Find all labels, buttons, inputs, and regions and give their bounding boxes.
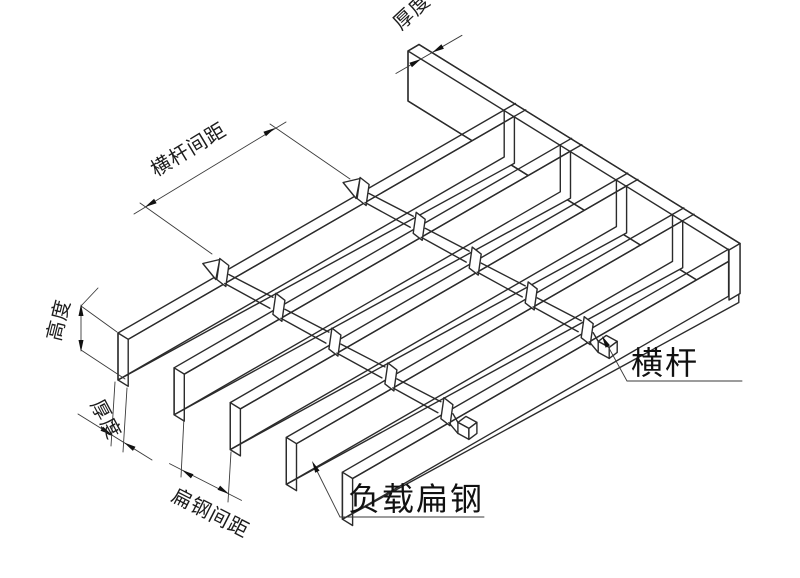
cross-bar-1 [202,257,478,441]
dim-left-thickness: 厚度 [77,381,153,461]
top-thickness-label: 厚度 [388,0,435,35]
bearing-bar-2 [173,144,572,422]
leader-loadbar: 负载扁钢 [312,461,485,518]
crossbar-spacing-label: 横杆间距 [146,117,230,181]
crossbar-label: 横杆 [631,344,699,382]
bar-end-ticks [503,102,695,222]
left-thickness-label: 厚度 [86,395,127,443]
dim-height: 高度 [42,287,126,380]
edge-plate-end-face [728,242,741,301]
bearing-bar-1 [117,109,516,387]
bearing-bar-5 [341,248,740,527]
load-bar-label: 负载扁钢 [348,480,484,518]
bearing-bar-3 [229,178,628,457]
bar-spacing-label: 扁钢间距 [168,483,254,543]
leader-crossbar: 横杆 [602,336,743,382]
height-label: 高度 [42,297,75,344]
bearing-bar-4 [285,213,684,492]
